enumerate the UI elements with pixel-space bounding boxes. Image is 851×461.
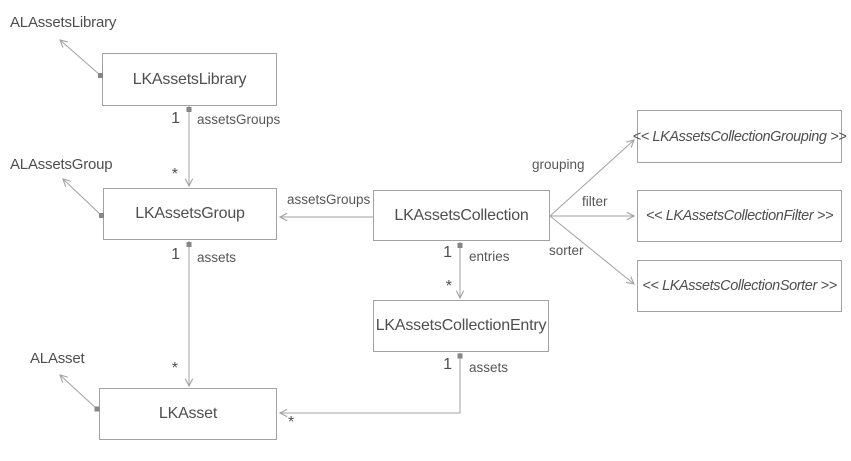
multiplicity-many-group-assets: *: [171, 360, 178, 377]
connector-endpoint-square-library-groups: [186, 107, 192, 112]
multiplicity-many-collection-entries: *: [445, 278, 452, 295]
protocol-box-lkassetscollectionsorter: << LKAssetsCollectionSorter >>: [637, 260, 842, 312]
connector-endpoint-square-entry-assets: [457, 353, 463, 359]
class-box-lkassetslibrary: LKAssetsLibrary: [102, 53, 277, 106]
protocol-box-lkassetscollectionfilter: << LKAssetsCollectionFilter >>: [637, 190, 842, 242]
edge-label-library-assetsgroups: assetsGroups: [197, 112, 281, 127]
multiplicity-one-entry-assets: 1: [443, 356, 452, 373]
external-class-label-alasset: ALAsset: [30, 350, 85, 367]
class-label-lkassetslibrary: LKAssetsLibrary: [132, 70, 247, 88]
multiplicity-many-entry-assets: *: [288, 414, 295, 431]
protocol-label-lkassetscollectionfilter: << LKAssetsCollectionFilter >>: [645, 208, 834, 224]
multiplicity-many-library-assetsgroups: *: [171, 166, 178, 183]
connector-library-to-alassetslibrary: [60, 40, 101, 76]
external-class-label-alassetsgroup: ALAssetsGroup: [10, 156, 113, 173]
edge-label-collection-sorter: sorter: [549, 243, 584, 258]
class-box-lkassetscollection: LKAssetsCollection: [373, 190, 550, 241]
multiplicity-one-library-assetsgroups: 1: [171, 110, 180, 127]
protocol-label-lkassetscollectionsorter: << LKAssetsCollectionSorter >>: [642, 278, 837, 294]
class-label-lkassetscollectionentry: LKAssetsCollectionEntry: [375, 317, 547, 334]
edge-label-entry-assets: assets: [469, 360, 509, 375]
class-label-lkassetsgroup: LKAssetsGroup: [135, 205, 245, 222]
class-label-lkassetscollection: LKAssetsCollection: [394, 206, 529, 224]
edge-label-group-assets: assets: [197, 250, 237, 265]
external-class-label-alassetslibrary: ALAssetsLibrary: [10, 14, 117, 31]
edge-label-collection-filter: filter: [582, 194, 608, 209]
class-box-lkassetscollectionentry: LKAssetsCollectionEntry: [373, 300, 549, 352]
protocol-label-lkassetscollectiongrouping: << LKAssetsCollectionGrouping >>: [632, 128, 847, 145]
class-box-lkassetsgroup: LKAssetsGroup: [103, 188, 277, 240]
connector-endpoint-square-collection-entries: [457, 243, 463, 248]
multiplicity-one-group-assets: 1: [171, 246, 180, 263]
class-label-lkasset: LKAsset: [158, 405, 218, 422]
class-box-lkasset: LKAsset: [99, 388, 277, 440]
edge-label-collection-grouping: grouping: [532, 157, 585, 172]
connector-endpoint-square-group-assets: [186, 242, 192, 247]
connector-asset-to-alasset: [60, 375, 98, 410]
edge-label-collection-assetsgroups: assetsGroups: [287, 192, 371, 207]
edge-label-collection-entries: entries: [469, 249, 510, 264]
protocol-box-lkassetscollectiongrouping: << LKAssetsCollectionGrouping >>: [633, 110, 847, 163]
connector-group-to-alassetsgroup: [63, 179, 102, 216]
multiplicity-one-collection-entries: 1: [443, 244, 452, 261]
